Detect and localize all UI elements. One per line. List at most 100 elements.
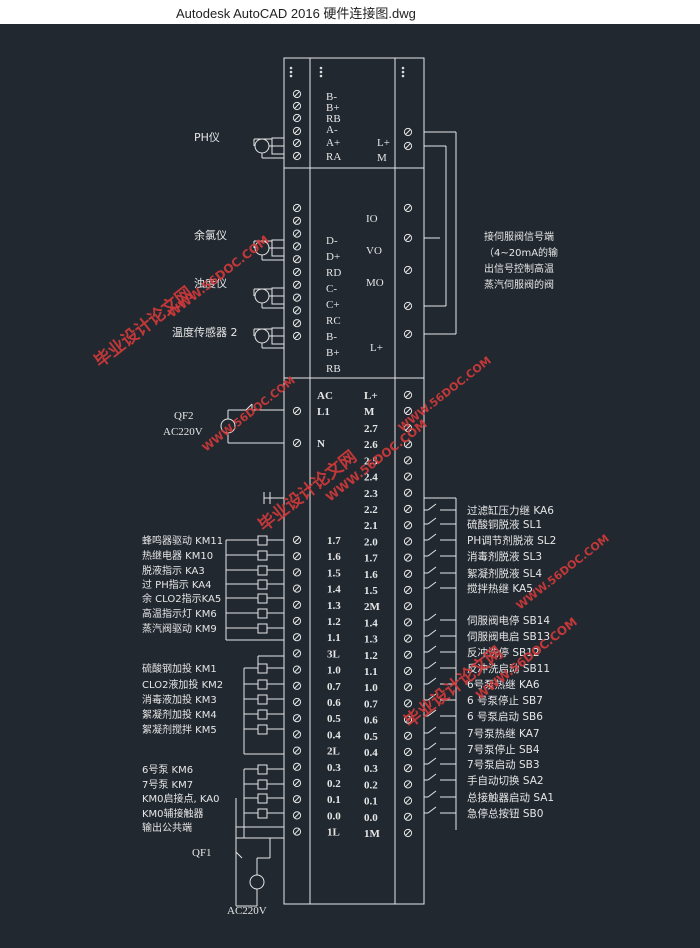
terminal-icon	[292, 584, 302, 593]
coil-icon	[257, 709, 268, 720]
terminal-icon	[403, 650, 413, 659]
terminal-slash	[405, 129, 411, 135]
coil-icon	[257, 550, 268, 561]
terminal-slash	[405, 441, 411, 448]
input-label: 搅拌热继 KA5	[467, 582, 533, 595]
module-a-term-label: B+	[326, 102, 340, 114]
output-label: 脱液指示 KA3	[142, 564, 205, 577]
terminal-slash	[405, 267, 411, 273]
terminal-slash	[405, 765, 411, 772]
terminal-icon	[292, 649, 302, 658]
terminal-slash	[405, 522, 411, 529]
module-a-term-label: B-	[326, 91, 337, 103]
terminal-icon	[403, 440, 413, 449]
contact-icon	[427, 742, 437, 750]
cpu-input-term-label: 2.7	[364, 423, 378, 435]
module-b-term-label: RD	[326, 267, 341, 279]
input-label: 急停总按钮 SB0	[467, 807, 543, 820]
contact-icon	[427, 726, 437, 734]
terminal-slash	[294, 715, 300, 722]
terminal-icon	[403, 731, 413, 740]
input-label: 6号泵热继 KA6	[467, 678, 540, 691]
temp-sensor-label: 温度传感器 2	[172, 325, 238, 339]
cpu-input-term-label: 2.4	[364, 472, 378, 484]
terminal-slash	[405, 489, 411, 496]
terminal-slash	[294, 103, 300, 109]
conductivity-meter-icon	[254, 288, 270, 304]
window-title: Autodesk AutoCAD 2016 硬件连接图.dwg	[176, 6, 416, 21]
terminal-slash	[405, 506, 411, 512]
terminal-slash	[294, 140, 300, 146]
cpu-output-term-label: 0.6	[327, 697, 341, 709]
analog-note-line: （4~20mA的输	[484, 246, 558, 259]
terminal-icon	[403, 537, 413, 546]
output-label: KM0辅接触器	[142, 807, 204, 820]
terminal-slash	[294, 320, 300, 327]
terminal-slash	[294, 682, 300, 689]
cpu-output-term-label: 0.3	[327, 762, 341, 774]
cpu-input-term-label: 2.2	[364, 504, 378, 516]
terminal-slash	[294, 243, 300, 250]
terminal-slash	[405, 205, 411, 211]
cpu-input-term-label: 1.1	[364, 666, 378, 678]
output-label: 高温指示灯 KM6	[142, 607, 217, 620]
cpu-output-term-label: 3L	[327, 648, 340, 660]
terminal-slash	[405, 700, 411, 707]
input-label: 6 号泵启动 SB6	[467, 710, 543, 723]
terminal-icon	[292, 242, 302, 251]
output-label: 蒸汽阀驱动 KM9	[142, 622, 217, 635]
module-b-term-label: RC	[326, 315, 341, 327]
cpu-output-term-label: 0.2	[327, 778, 341, 790]
terminal-icon	[292, 552, 302, 561]
terminal-slash	[294, 601, 300, 608]
terminal-icon	[403, 828, 413, 838]
cpu-output-term-label: 0.0	[327, 810, 341, 822]
module-b-right-label: MO	[366, 277, 384, 289]
module-b-term-label: C+	[326, 299, 340, 311]
terminal-slash	[294, 91, 300, 97]
terminal-icon	[403, 780, 413, 789]
cpu-input-term-label: 2.0	[364, 536, 378, 548]
dot	[319, 74, 323, 78]
terminal-slash	[294, 153, 300, 159]
contact-icon	[427, 773, 437, 781]
cpu-input-term-label: 1.5	[364, 585, 378, 597]
input-label: 反冲洗停 SB12	[467, 646, 540, 659]
cpu-output-term-label: 1.6	[327, 551, 341, 563]
contact-icon	[427, 581, 437, 589]
terminal-slash	[405, 619, 411, 626]
terminal-icon	[403, 796, 413, 805]
cpu-input-term-label: 0.2	[364, 779, 378, 791]
module-a-term-label: A+	[326, 137, 340, 149]
terminal-icon	[292, 730, 302, 739]
coil-icon	[257, 593, 268, 604]
cpu-output-term-label: 1L	[327, 827, 340, 839]
terminal-icon	[403, 569, 413, 578]
module-b-term-label: D+	[326, 251, 340, 263]
terminal-icon	[403, 521, 413, 530]
cpu-output-term-label: 0.1	[327, 794, 341, 806]
input-label: 过滤缸压力继 KA6	[467, 504, 554, 517]
terminal-slash	[405, 635, 411, 642]
module-a-right-label: M	[377, 152, 387, 164]
terminal-icon	[292, 101, 302, 111]
cpu-input-term-label: 0.6	[364, 715, 378, 727]
terminal-icon	[403, 265, 413, 275]
terminal-slash	[294, 828, 300, 835]
input-label: PH调节剂脱液 SL2	[467, 534, 556, 547]
coil-icon	[257, 608, 268, 619]
input-label: 消毒剂脱液 SL3	[467, 550, 542, 563]
cpu-output-term-label: 1.4	[327, 584, 341, 596]
terminal-slash	[294, 205, 300, 211]
terminal-slash	[294, 537, 300, 543]
contact-icon	[427, 757, 437, 765]
terminal-slash	[294, 763, 300, 770]
terminal-slash	[294, 269, 300, 275]
breaker-bottom-label: QF1	[192, 847, 212, 859]
terminal-icon	[403, 390, 413, 400]
terminal-icon	[292, 255, 302, 264]
terminal-icon	[292, 126, 302, 136]
contact-icon	[427, 677, 437, 685]
terminal-slash	[294, 408, 300, 414]
